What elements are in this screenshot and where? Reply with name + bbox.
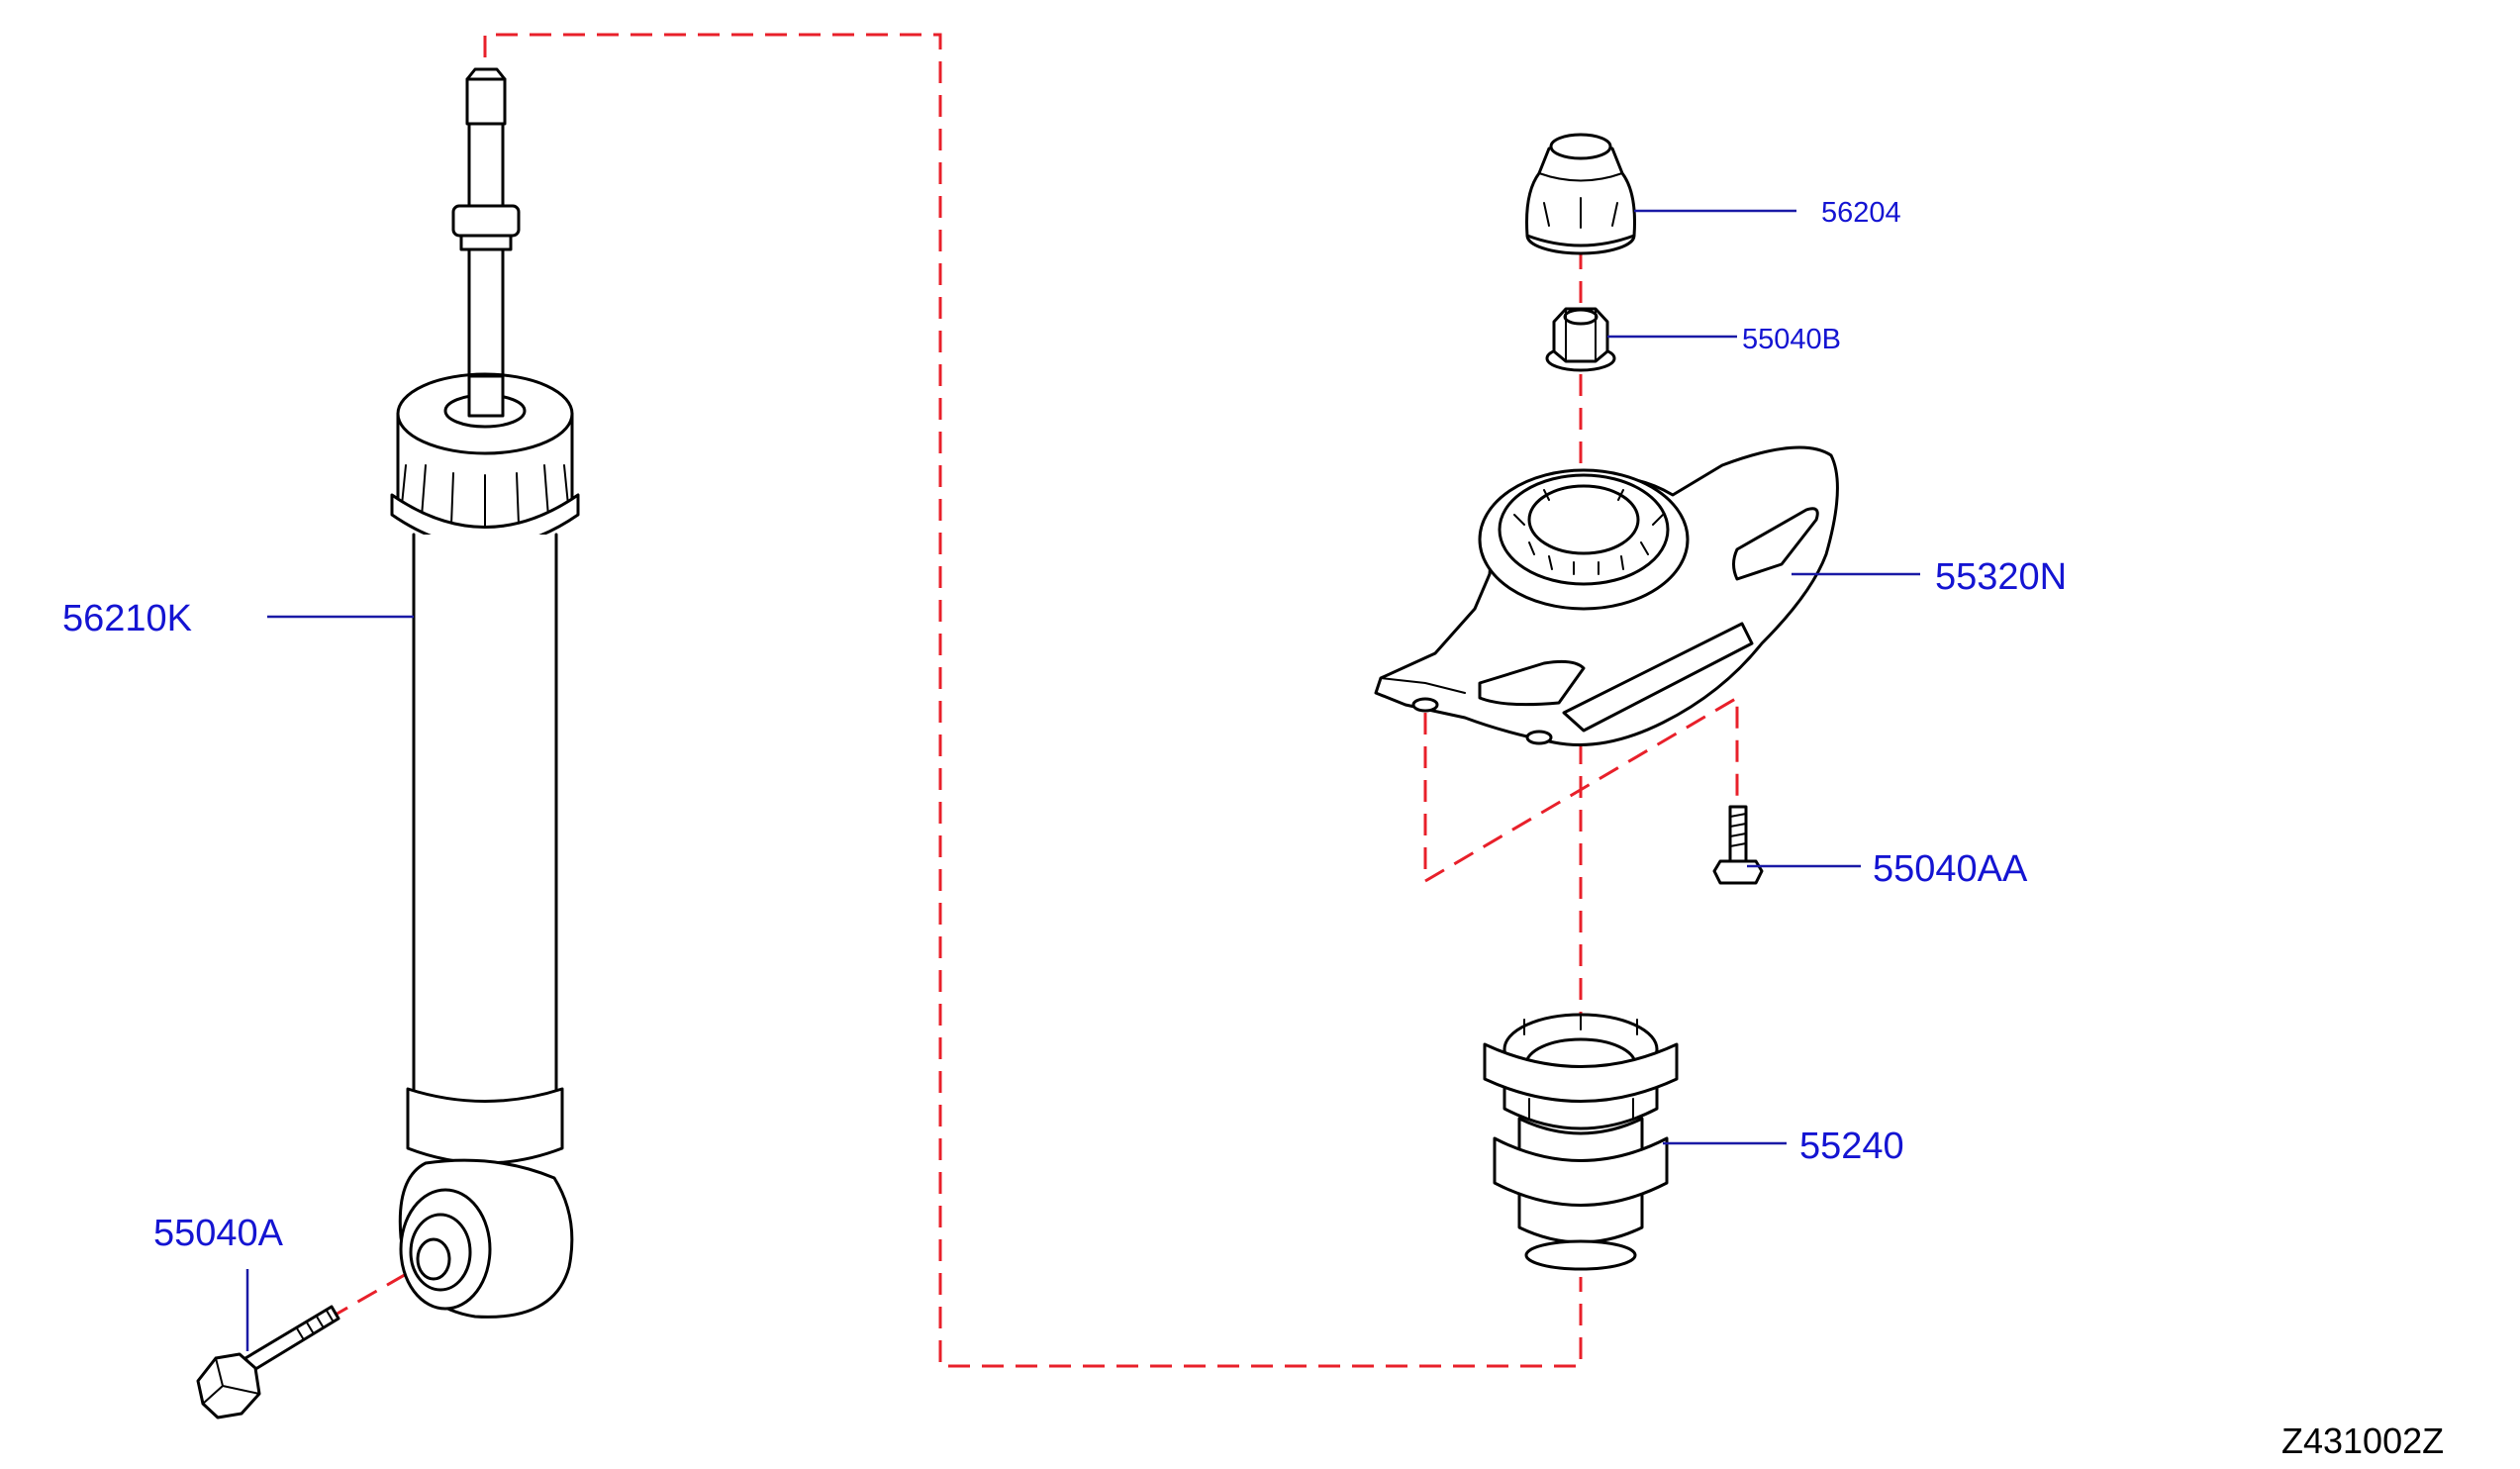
cap: [1525, 133, 1636, 255]
label-55240: 55240: [1799, 1126, 1904, 1167]
guide-loop: [483, 33, 1583, 1368]
mount-bolt: [1712, 805, 1764, 885]
label-55040A: 55040A: [153, 1213, 284, 1254]
bump-stopper: [1483, 1013, 1679, 1271]
lower-bolt: [196, 1305, 340, 1420]
nut: [1545, 307, 1616, 372]
guide-mount-bolts: [1423, 695, 1739, 884]
figure-code: Z431002Z: [2281, 1420, 2444, 1461]
leader-lines: [245, 209, 1920, 1351]
label-56210K: 56210K: [62, 598, 192, 639]
shock-absorber: [390, 67, 580, 1319]
label-55040AA: 55040AA: [1873, 848, 2028, 890]
label-55040B: 55040B: [1742, 324, 1841, 355]
label-56204: 56204: [1821, 197, 1901, 229]
upper-mount: [1374, 445, 1839, 746]
label-55320N: 55320N: [1935, 556, 2067, 598]
part-labels: 56204 55040B 55320N 55040AA 55240 56210K…: [62, 197, 2067, 1254]
